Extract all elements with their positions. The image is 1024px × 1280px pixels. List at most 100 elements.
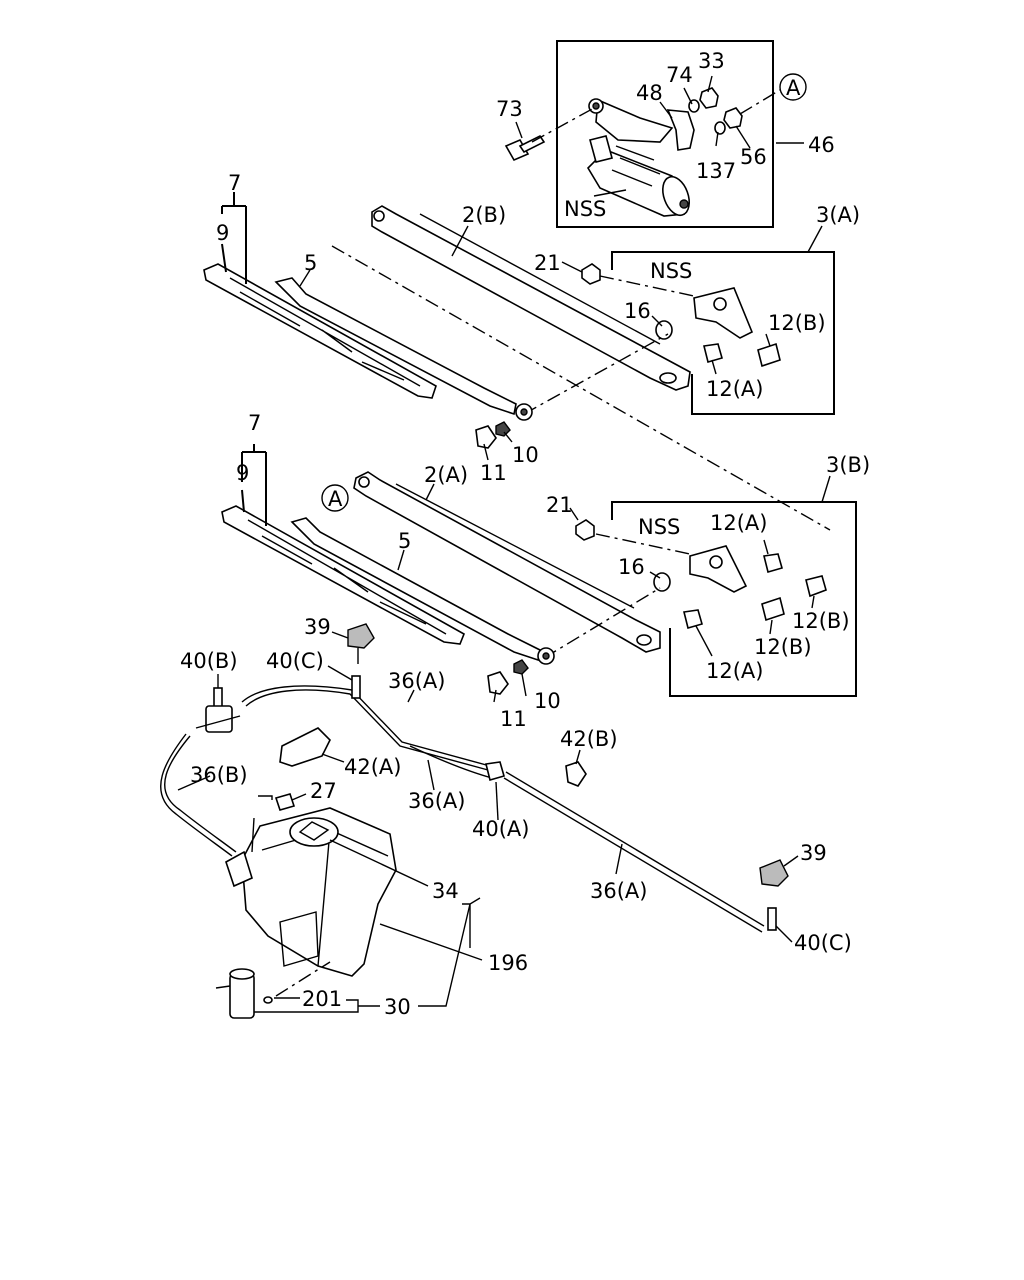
label-7-bottom: 7 — [248, 411, 261, 435]
label-2b: 2(B) — [462, 203, 506, 227]
label-10-top: 10 — [512, 443, 539, 467]
washer-system-group — [160, 623, 789, 1019]
washer-pump-201 — [215, 968, 273, 1019]
label-42b: 42(B) — [560, 727, 618, 751]
label-2a: 2(A) — [424, 463, 468, 487]
label-46: 46 — [808, 133, 835, 157]
svg-text:A: A — [328, 487, 343, 511]
label-30: 30 — [384, 995, 411, 1019]
label-12a-top: 12(A) — [706, 377, 763, 401]
label-3b: 3(B) — [826, 453, 870, 477]
bushing-12b-top — [757, 342, 781, 368]
label-34: 34 — [432, 879, 459, 903]
bushing-12a-top — [703, 343, 723, 363]
nut-56 — [723, 107, 743, 129]
bushing-16-top — [655, 320, 673, 340]
leader-lines — [177, 75, 831, 1013]
box-3b-outline — [611, 501, 857, 697]
label-74: 74 — [666, 63, 693, 87]
label-40a: 40(A) — [472, 817, 529, 841]
label-16-top: 16 — [624, 299, 651, 323]
label-21-bottom: 21 — [546, 493, 573, 517]
label-21-top: 21 — [534, 251, 561, 275]
hose-36a-upper — [241, 685, 491, 767]
label-201: 201 — [302, 987, 342, 1011]
label-36a-2: 36(A) — [408, 789, 465, 813]
nut-21-bottom — [575, 519, 595, 541]
cap-11-top — [475, 425, 497, 449]
label-5-top: 5 — [304, 251, 317, 275]
washer-reservoir-196 — [225, 807, 397, 977]
joint-40c-left — [351, 675, 361, 699]
bushing-12b-b2 — [761, 596, 785, 622]
wiper-blade-top — [203, 263, 437, 399]
label-nss-top: NSS — [650, 259, 692, 283]
wiper-motor — [586, 98, 690, 217]
label-42a: 42(A) — [344, 755, 401, 779]
label-10-bottom: 10 — [534, 689, 561, 713]
label-12a-b1: 12(A) — [710, 511, 767, 535]
label-33: 33 — [698, 49, 725, 73]
nut-10-bottom — [513, 659, 529, 675]
nut-10-top — [495, 421, 511, 437]
label-5-bottom: 5 — [398, 529, 411, 553]
label-40c-left: 40(C) — [266, 649, 324, 673]
label-36a-1: 36(A) — [388, 669, 445, 693]
label-36a-3: 36(A) — [590, 879, 647, 903]
label-7-top: 7 — [228, 171, 241, 195]
joint-40a — [485, 761, 505, 781]
link-rod-2b — [371, 205, 691, 391]
washer-137 — [714, 121, 726, 135]
bushing-12a-b1 — [763, 553, 783, 573]
nut-33 — [699, 87, 719, 109]
label-27: 27 — [310, 779, 337, 803]
label-48: 48 — [636, 81, 663, 105]
box-3a-outline — [611, 251, 835, 415]
crank-3b — [689, 545, 748, 593]
label-12b-b1: 12(B) — [792, 609, 850, 633]
label-56: 56 — [740, 145, 767, 169]
clip-27 — [274, 793, 296, 811]
label-nss-motor: NSS — [564, 197, 606, 221]
label-36b: 36(B) — [190, 763, 248, 787]
part-labels: 73 48 74 33 A 56 46 137 NSS 7 9 2(B) 3(A… — [180, 49, 870, 1019]
wiper-arm-top — [274, 277, 517, 416]
label-73: 73 — [496, 97, 523, 121]
bolt-73 — [504, 134, 546, 162]
motor-assembly-box — [556, 40, 774, 228]
marker-a-top: A — [779, 73, 807, 101]
label-11-top: 11 — [480, 461, 507, 485]
cap-34 — [289, 817, 339, 847]
joint-40c-right — [767, 907, 777, 931]
label-39-left: 39 — [304, 615, 331, 639]
label-40c-right: 40(C) — [794, 931, 852, 955]
label-12b-b2: 12(B) — [754, 635, 812, 659]
label-11-bottom: 11 — [500, 707, 527, 731]
hose-36b — [164, 735, 237, 853]
joint-40b — [195, 687, 241, 733]
bracket-48 — [666, 109, 695, 151]
label-9-bottom: 9 — [236, 461, 249, 485]
label-nss-bottom: NSS — [638, 515, 680, 539]
link-rod-2a — [353, 471, 661, 653]
crank-3a — [693, 287, 754, 339]
cap-11-bottom — [487, 671, 509, 695]
nut-21-top — [581, 263, 601, 285]
svg-text:A: A — [786, 76, 801, 100]
label-3a: 3(A) — [816, 203, 860, 227]
label-137: 137 — [696, 159, 736, 183]
marker-a-mid: A — [321, 484, 349, 512]
label-40b: 40(B) — [180, 649, 238, 673]
motor-assembly-group — [504, 40, 804, 228]
clip-42a — [279, 727, 331, 767]
label-196: 196 — [488, 951, 528, 975]
nozzle-39-left — [347, 623, 375, 649]
hose-36a-long — [505, 771, 765, 927]
nozzle-39-right — [759, 859, 789, 887]
label-39-right: 39 — [800, 841, 827, 865]
bushing-12b-b1 — [805, 575, 827, 598]
bushing-12a-b2 — [683, 609, 703, 629]
label-12a-b2: 12(A) — [706, 659, 763, 683]
label-16-bottom: 16 — [618, 555, 645, 579]
